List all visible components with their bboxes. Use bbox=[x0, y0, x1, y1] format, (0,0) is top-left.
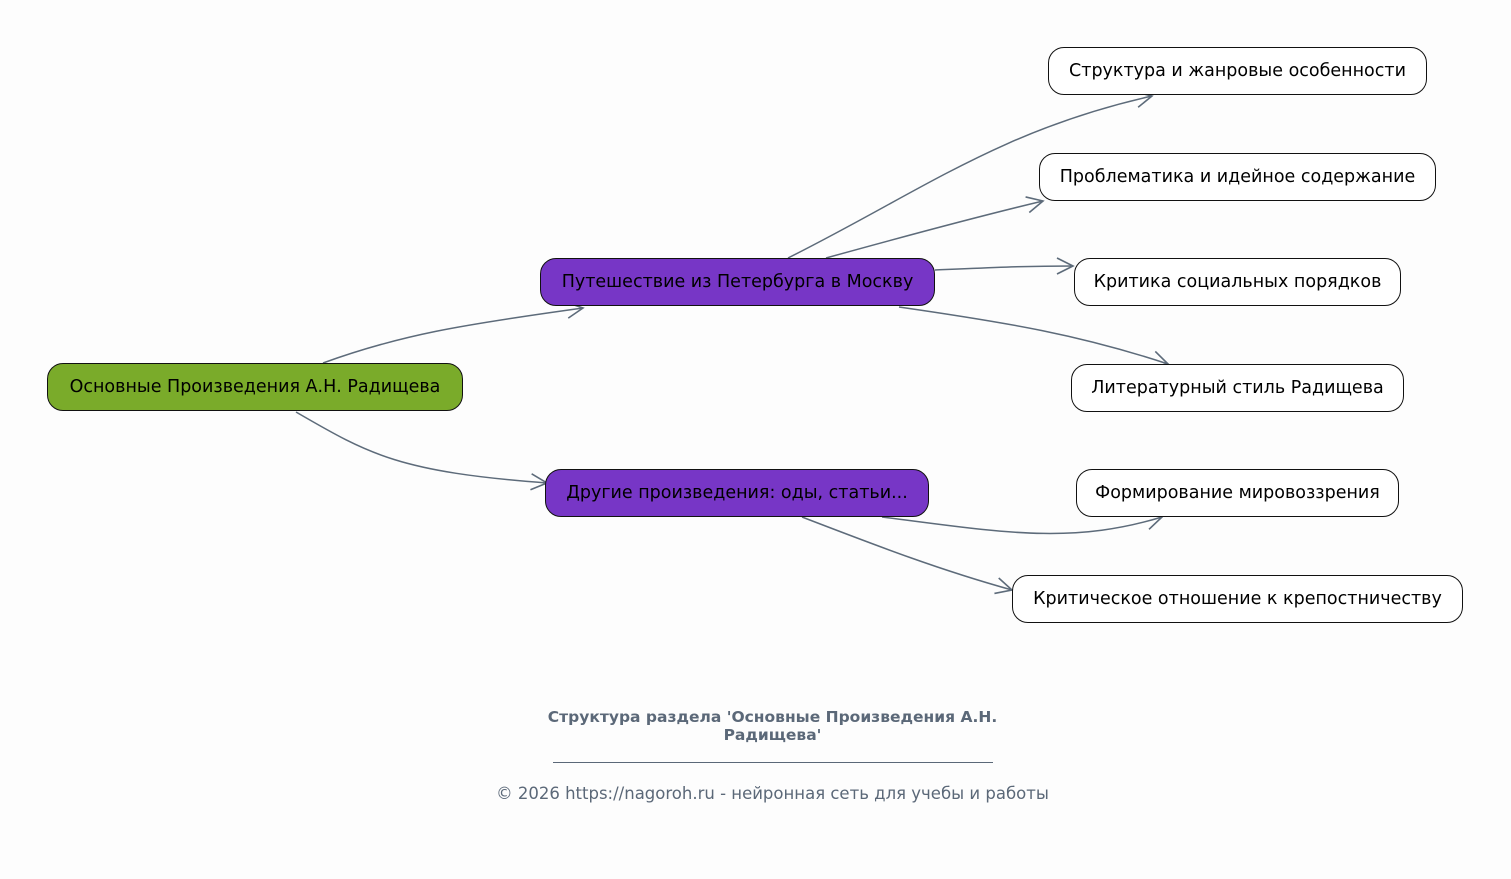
branch-node-label: Путешествие из Петербурга в Москву bbox=[561, 272, 914, 292]
leaf-node-label: Проблематика и идейное содержание bbox=[1059, 167, 1416, 187]
leaf-node-serfdom-criticism[interactable]: Критическое отношение к крепостничеству bbox=[1012, 575, 1463, 623]
branch-node-label: Другие произведения: оды, статьи... bbox=[566, 483, 908, 503]
leaf-node-label: Литературный стиль Радищева bbox=[1091, 378, 1384, 398]
footer-title-line1: Структура раздела 'Основные Произведения… bbox=[547, 708, 998, 726]
edge-root-to-b2 bbox=[295, 411, 549, 491]
edge-root-to-b1 bbox=[322, 301, 585, 364]
edge-b1-to-l3 bbox=[934, 257, 1075, 275]
edge-b2-to-l5 bbox=[881, 513, 1164, 535]
footer-title: Структура раздела 'Основные Произведения… bbox=[0, 708, 1511, 744]
leaf-node-social-criticism[interactable]: Критика социальных порядков bbox=[1074, 258, 1401, 306]
leaf-node-label: Критика социальных порядков bbox=[1093, 272, 1382, 292]
footer-copyright: © 2026 https://nagoroh.ru - нейронная се… bbox=[496, 784, 1049, 803]
edge-b1-to-l2 bbox=[825, 196, 1045, 259]
leaf-node-structure[interactable]: Структура и жанровые особенности bbox=[1048, 47, 1427, 95]
leaf-node-label: Критическое отношение к крепостничеству bbox=[1033, 589, 1442, 609]
branch-node-journey[interactable]: Путешествие из Петербурга в Москву bbox=[540, 258, 935, 306]
footer-title-line2: Радищева' bbox=[723, 726, 822, 744]
root-node-label: Основные Произведения А.Н. Радищева bbox=[69, 377, 441, 397]
footer-divider bbox=[553, 762, 993, 763]
edge-b1-to-l4 bbox=[898, 306, 1170, 368]
leaf-node-worldview[interactable]: Формирование мировоззрения bbox=[1076, 469, 1399, 517]
edge-b1-to-l1 bbox=[787, 90, 1154, 259]
leaf-node-label: Формирование мировоззрения bbox=[1095, 483, 1380, 503]
leaf-node-problematics[interactable]: Проблематика и идейное содержание bbox=[1039, 153, 1436, 201]
edge-b2-to-l6 bbox=[801, 516, 1014, 595]
leaf-node-label: Структура и жанровые особенности bbox=[1069, 61, 1406, 81]
leaf-node-literary-style[interactable]: Литературный стиль Радищева bbox=[1071, 364, 1404, 412]
root-node[interactable]: Основные Произведения А.Н. Радищева bbox=[47, 363, 463, 411]
branch-node-other-works[interactable]: Другие произведения: оды, статьи... bbox=[545, 469, 929, 517]
